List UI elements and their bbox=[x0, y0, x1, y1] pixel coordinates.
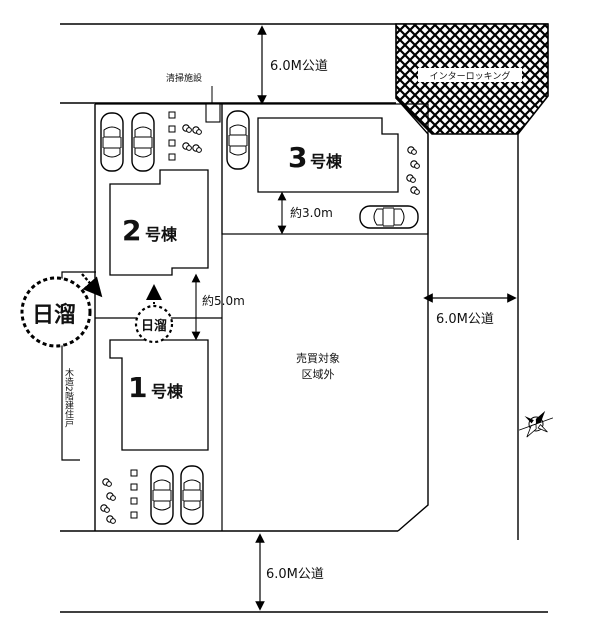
distance-5m-label: 約5.0m bbox=[202, 293, 245, 308]
road-right-label: 6.0M公道 bbox=[436, 312, 494, 327]
car-icon bbox=[100, 112, 124, 172]
building-2 bbox=[109, 169, 209, 276]
hidamari-label: 日溜 bbox=[141, 318, 167, 334]
car-icon bbox=[180, 465, 204, 525]
excluded-label-2: 区域外 bbox=[302, 368, 335, 381]
building-2-number: 2 bbox=[122, 214, 141, 247]
cleaning-facility bbox=[205, 103, 221, 123]
tree-icon bbox=[406, 146, 420, 195]
tree-icon bbox=[100, 469, 138, 524]
building-1-number: 1 bbox=[128, 371, 147, 404]
neighbor-house: 木造2階建住戸 bbox=[61, 271, 96, 461]
road-right: 6.0M公道 bbox=[423, 134, 519, 540]
car-icon bbox=[226, 110, 250, 170]
hidamari-marker bbox=[134, 304, 174, 344]
building-1 bbox=[109, 339, 209, 451]
road-bottom-label: 6.0M公道 bbox=[266, 567, 324, 582]
car-icon bbox=[131, 112, 155, 172]
excluded-label-1: 売買対象 bbox=[296, 351, 340, 365]
neighbor-label: 木造2階建住戸 bbox=[63, 367, 74, 429]
lot-west: 清掃施設 2 号棟 1 号棟 bbox=[94, 72, 245, 531]
road-top-label: 6.0M公道 bbox=[270, 59, 328, 74]
building-3 bbox=[257, 117, 399, 193]
car-icon bbox=[150, 465, 174, 525]
distance-3m-label: 約3.0m bbox=[290, 205, 333, 220]
building-1-suffix: 号棟 bbox=[151, 382, 184, 401]
interlocking-label: インターロッキング bbox=[430, 70, 511, 82]
road-bottom: 6.0M公道 bbox=[60, 530, 548, 613]
car-icon bbox=[359, 205, 419, 229]
building-2-suffix: 号棟 bbox=[145, 225, 178, 244]
building-3-suffix: 号棟 bbox=[310, 152, 343, 171]
hidamari-large-label: 日溜 bbox=[32, 302, 76, 328]
cleaning-label: 清掃施設 bbox=[166, 72, 202, 84]
interlocking-area: インターロッキング bbox=[395, 23, 549, 135]
building-3-number: 3 bbox=[288, 141, 307, 174]
lot-3: 3 号棟 約3.0m bbox=[221, 103, 429, 235]
tree-icon bbox=[168, 111, 202, 161]
compass-icon bbox=[518, 410, 554, 438]
excluded-area: 売買対象 区域外 bbox=[296, 97, 429, 532]
hidamari-marker-large: 日溜 bbox=[20, 273, 103, 348]
